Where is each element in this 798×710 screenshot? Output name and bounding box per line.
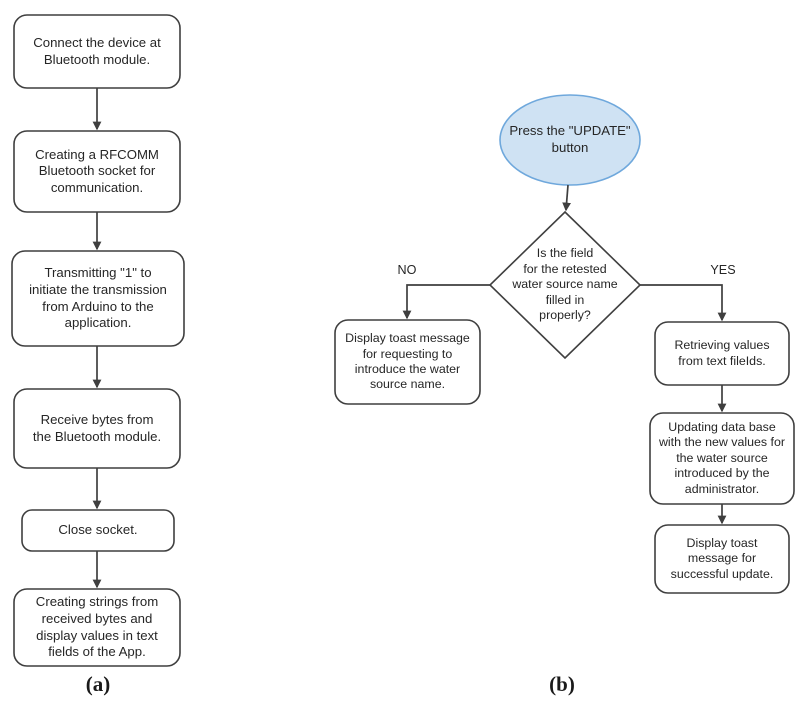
panel-a-shapes <box>11 14 185 667</box>
edge-b1-b2 <box>562 184 571 212</box>
edge-label-yes: YES <box>710 263 736 277</box>
node-b2-shape <box>488 210 642 360</box>
node-b4[interactable] <box>655 322 789 385</box>
node-b2-decision-diamond[interactable] <box>490 212 640 358</box>
caption-b: (b) <box>549 672 575 696</box>
node-a3[interactable] <box>12 251 184 346</box>
node-b1-start-oval[interactable] <box>500 95 640 185</box>
node-b6-shape <box>654 524 790 594</box>
caption-a: (a) <box>85 672 111 696</box>
node-a5[interactable] <box>22 510 174 551</box>
edge-b2-b3-no <box>402 284 490 320</box>
panel-b-shapes <box>334 94 795 594</box>
node-b3[interactable] <box>335 320 480 404</box>
node-a1[interactable] <box>14 15 180 88</box>
node-a2[interactable] <box>14 131 180 212</box>
node-a5-shape <box>21 509 175 552</box>
node-a3-shape <box>11 250 185 347</box>
node-b5[interactable] <box>650 413 794 504</box>
edge-b2-b4-yes <box>640 284 727 322</box>
node-a6-shape <box>13 588 181 667</box>
node-b3-shape <box>334 319 481 405</box>
node-a6[interactable] <box>14 589 180 666</box>
node-b1-shape <box>499 94 641 186</box>
node-b6[interactable] <box>655 525 789 593</box>
node-a4[interactable] <box>14 389 180 468</box>
edge-label-no: NO <box>397 263 417 277</box>
